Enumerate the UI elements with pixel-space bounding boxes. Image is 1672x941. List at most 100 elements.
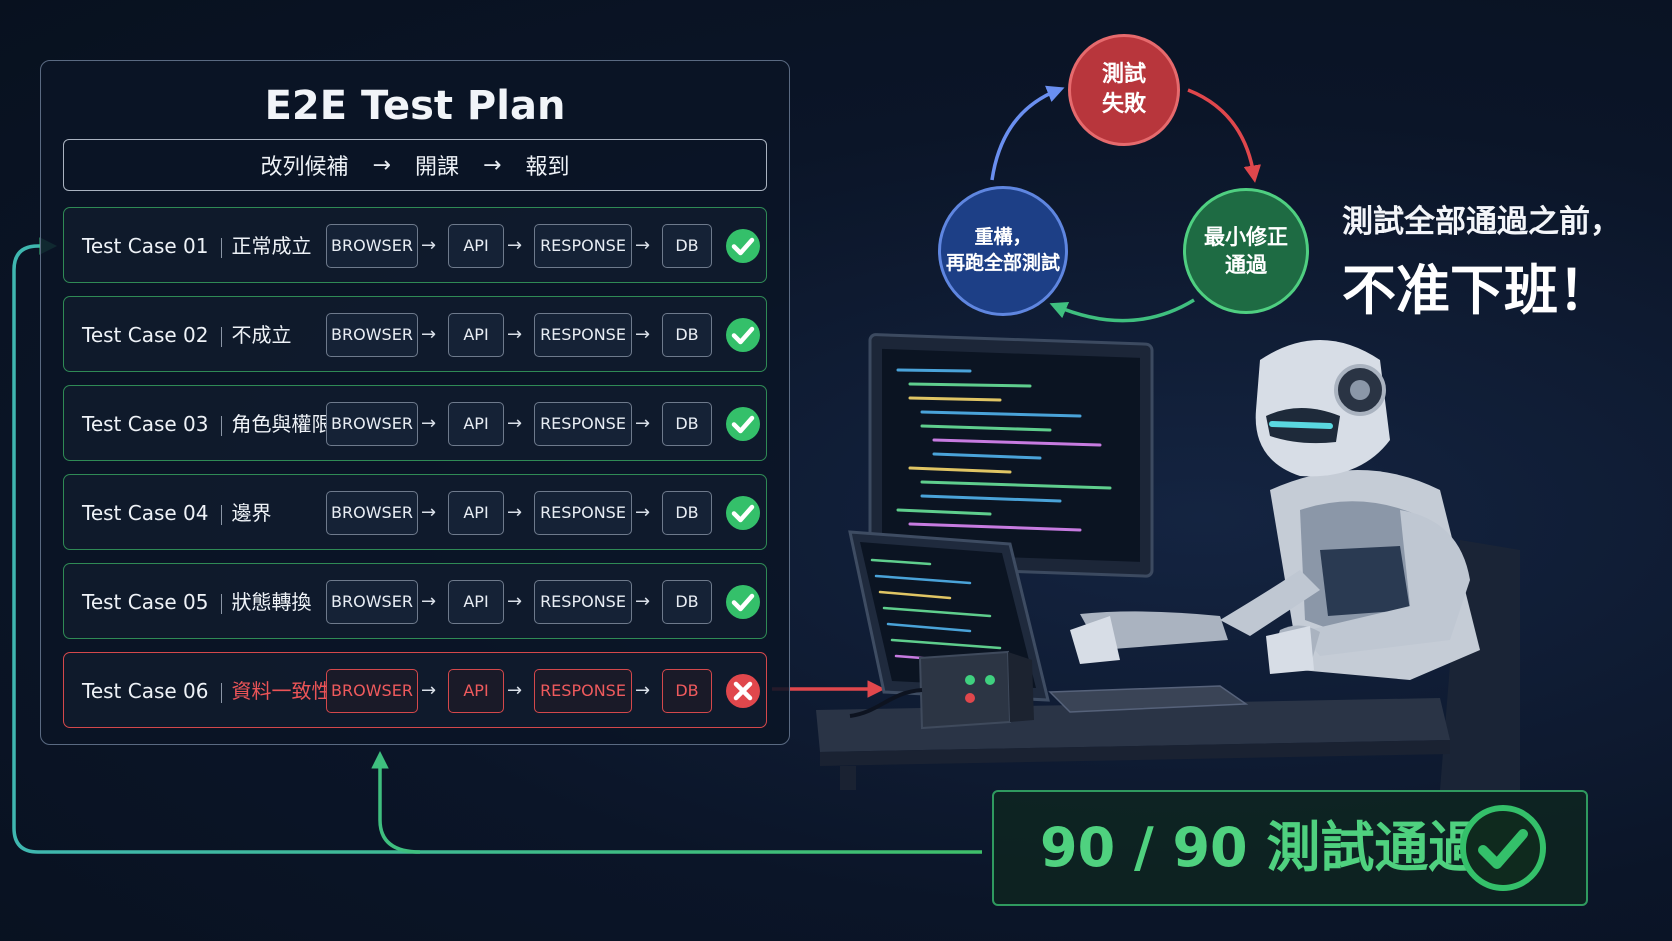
test-case-name: Test Case 06 <box>82 679 209 703</box>
cycle-node-minimal-fix: 最小修正 通過 <box>1183 188 1309 314</box>
test-case-name: Test Case 05 <box>82 590 209 614</box>
test-case-name: Test Case 02 <box>82 323 209 347</box>
cycle-arrow-fail-to-fix <box>1187 88 1262 183</box>
test-case-label: 角色與權限 <box>231 412 332 436</box>
test-case-label: 狀態轉換 <box>231 590 312 614</box>
stage-response-chip: RESPONSE <box>534 580 632 624</box>
result-summary: 90 / 90 測試通過 <box>992 790 1588 906</box>
slogan-line-2: 不准下班！ <box>1342 259 1612 322</box>
cycle-node-test-fail: 測試 失敗 <box>1068 34 1180 146</box>
divider <box>220 682 222 703</box>
stage-response-chip: RESPONSE <box>534 669 632 713</box>
pipeline-arrow: → <box>507 680 523 701</box>
stage-db-chip: DB <box>662 313 712 357</box>
stage-browser-chip: BROWSER <box>326 402 418 446</box>
pipeline-arrow: → <box>421 502 437 523</box>
robot-developer-illustration <box>816 333 1520 790</box>
stage-browser-chip: BROWSER <box>326 580 418 624</box>
pipeline-arrow: → <box>421 680 437 701</box>
pipeline-arrow: → <box>635 324 651 345</box>
pipeline-arrow: → <box>635 413 651 434</box>
stage-api-chip: API <box>448 313 504 357</box>
x-circle-icon <box>726 674 760 708</box>
cycle-arrow-fix-to-refactor <box>1049 298 1195 323</box>
pipeline-arrow: → <box>421 413 437 434</box>
pipeline-arrow: → <box>635 502 651 523</box>
keyboard <box>1048 685 1249 713</box>
stage-db-chip: DB <box>662 491 712 535</box>
scenario-flow: 改列候補 → 開課 → 報到 <box>63 139 767 191</box>
stage-db-chip: DB <box>662 402 712 446</box>
test-case-title: Test Case 06 資料一致性 <box>82 653 332 729</box>
pipeline-arrow: → <box>421 591 437 612</box>
stage-api-chip: API <box>448 491 504 535</box>
test-server-box <box>849 650 1034 730</box>
pipeline-arrow: → <box>635 680 651 701</box>
stage-api-chip: API <box>448 224 504 268</box>
check-circle-icon <box>726 318 760 352</box>
cycle-node-refactor: 重構， 再跑全部測試 <box>938 186 1068 316</box>
test-case-row: Test Case 02 不成立 BROWSER API RESPONSE DB → → → <box>63 296 767 372</box>
divider <box>220 593 222 614</box>
check-circle-icon <box>726 229 760 263</box>
stage-api-chip: API <box>448 580 504 624</box>
divider <box>220 326 222 347</box>
stage-browser-chip: BROWSER <box>326 669 418 713</box>
test-case-row: Test Case 01 正常成立 BROWSER API RESPONSE DB → → → <box>63 207 767 283</box>
plan-title: E2E Test Plan <box>264 83 566 129</box>
test-case-row: Test Case 04 邊界 BROWSER API RESPONSE DB → → → <box>63 474 767 550</box>
pipeline-arrow: → <box>507 502 523 523</box>
pipeline-arrow: → <box>507 235 523 256</box>
pipeline-arrow: → <box>635 235 651 256</box>
pipeline-arrow: → <box>421 235 437 256</box>
test-case-label: 正常成立 <box>231 234 312 258</box>
test-case-title: Test Case 02 不成立 <box>82 297 292 373</box>
check-circle-icon <box>726 585 760 619</box>
stage-response-chip: RESPONSE <box>534 402 632 446</box>
test-case-title: Test Case 01 正常成立 <box>82 208 312 284</box>
pipeline-arrow: → <box>635 591 651 612</box>
flow-arrow: → <box>483 152 502 178</box>
feedback-loop-arrow <box>12 237 982 854</box>
stage-api-chip: API <box>448 402 504 446</box>
stage-db-chip: DB <box>662 224 712 268</box>
test-case-name: Test Case 03 <box>82 412 209 436</box>
divider <box>220 237 222 258</box>
divider <box>220 415 222 436</box>
plan-return-arrow <box>371 751 421 854</box>
stage-api-chip: API <box>448 669 504 713</box>
check-circle-icon <box>726 407 760 441</box>
check-circle-icon <box>726 496 760 530</box>
cycle-node-label: 測試 失敗 <box>1101 62 1146 117</box>
test-case-title: Test Case 05 狀態轉換 <box>82 564 312 640</box>
stage-browser-chip: BROWSER <box>326 224 418 268</box>
robot <box>1070 340 1480 680</box>
cycle-node-label: 重構， 再跑全部測試 <box>945 226 1060 274</box>
cycle-node-label: 最小修正 通過 <box>1204 224 1288 277</box>
stage-browser-chip: BROWSER <box>326 313 418 357</box>
flow-step-check-in: 報到 <box>525 155 570 180</box>
stage-response-chip: RESPONSE <box>534 224 632 268</box>
test-case-label: 不成立 <box>231 323 292 347</box>
divider <box>220 504 222 525</box>
test-case-label: 邊界 <box>231 501 272 525</box>
pipeline-arrow: → <box>507 324 523 345</box>
stage-browser-chip: BROWSER <box>326 491 418 535</box>
test-case-name: Test Case 04 <box>82 501 209 525</box>
stage-response-chip: RESPONSE <box>534 491 632 535</box>
slogan-line-1: 測試全部通過之前， <box>1342 204 1621 240</box>
cycle-arrow-refactor-to-fail <box>990 85 1065 181</box>
pipeline-arrow: → <box>507 413 523 434</box>
result-text: 90 / 90 測試通過 <box>1040 816 1483 879</box>
stage-response-chip: RESPONSE <box>534 313 632 357</box>
test-case-label: 資料一致性 <box>231 679 332 703</box>
test-case-title: Test Case 04 邊界 <box>82 475 272 551</box>
back-monitor <box>868 333 1154 578</box>
flow-step-waitlist: 改列候補 <box>260 155 349 180</box>
pipeline-arrow: → <box>421 324 437 345</box>
flow-step-open-course: 開課 <box>414 155 459 180</box>
test-case-name: Test Case 01 <box>82 234 209 258</box>
stage-db-chip: DB <box>662 580 712 624</box>
